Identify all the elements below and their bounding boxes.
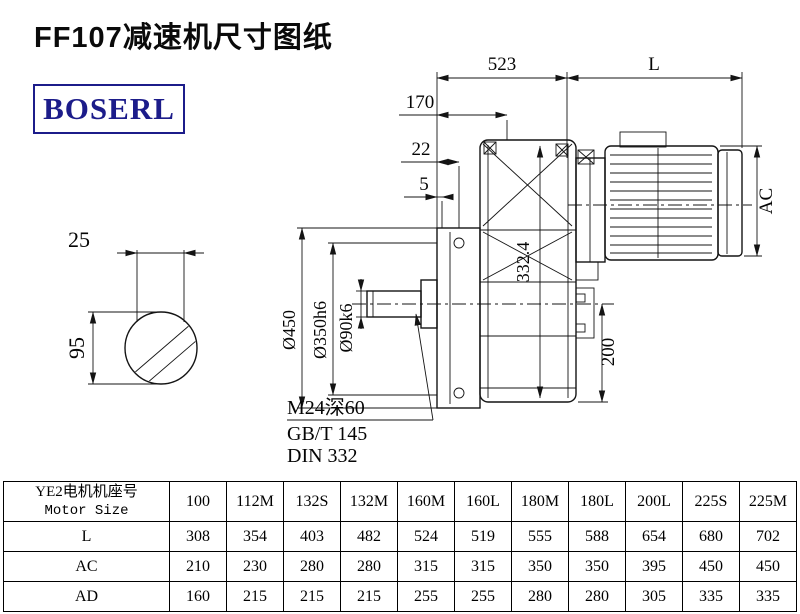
page-title: FF107减速机尺寸图纸 — [34, 22, 333, 54]
dim-spigot-dia-label: Ø350h6 — [310, 301, 330, 359]
column-header-100: 100 — [169, 481, 227, 522]
table-row-AD: AD 160 215 215 215 255 255 280 280 305 3… — [3, 581, 797, 612]
diameter-dimensions: Ø450 Ø350h6 Ø90k6 — [279, 227, 437, 409]
cell-L-1: 354 — [226, 521, 284, 552]
cell-AC-6: 350 — [511, 551, 569, 582]
cell-AC-1: 230 — [226, 551, 284, 582]
cell-AC-8: 395 — [625, 551, 683, 582]
dim-170-label: 170 — [406, 92, 435, 113]
column-header-132S: 132S — [283, 481, 341, 522]
cell-AD-1: 215 — [226, 581, 284, 612]
table-row-L: L 308 354 403 482 524 519 555 588 654 68… — [3, 521, 797, 552]
dim-5-label: 5 — [419, 174, 429, 195]
cell-L-3: 482 — [340, 521, 398, 552]
dim-AC-label: AC — [756, 188, 777, 214]
dim-L-label: L — [648, 54, 660, 75]
shaft-thread-note: M24深60 GB/T 145 DIN 332 — [287, 313, 434, 467]
column-header-160L: 160L — [454, 481, 512, 522]
column-header-132M: 132M — [340, 481, 398, 522]
motor-size-header-en: Motor Size — [44, 502, 129, 519]
column-header-180L: 180L — [568, 481, 626, 522]
cell-AC-10: 450 — [739, 551, 797, 582]
fan-cowl — [717, 149, 743, 257]
cell-AC-2: 280 — [283, 551, 341, 582]
dim-200-label: 200 — [598, 338, 619, 367]
motor-size-header: YE2电机机座号 Motor Size — [3, 481, 170, 522]
dim-flange-dia-label: Ø450 — [279, 310, 299, 350]
flange-and-shaft — [366, 227, 481, 409]
cell-AD-4: 255 — [397, 581, 455, 612]
motor — [575, 131, 743, 263]
top-dimensions: 523 L 170 22 5 — [399, 54, 743, 228]
table-header-row: YE2电机机座号 Motor Size 100 112M 132S 132M 1… — [3, 481, 797, 522]
cell-AD-2: 215 — [283, 581, 341, 612]
cell-AC-3: 280 — [340, 551, 398, 582]
cell-AC-7: 350 — [568, 551, 626, 582]
brand-logo: BOSERL — [33, 84, 185, 134]
cell-L-0: 308 — [169, 521, 227, 552]
cell-AD-10: 335 — [739, 581, 797, 612]
cell-L-9: 680 — [682, 521, 740, 552]
column-header-180M: 180M — [511, 481, 569, 522]
row-label-L: L — [3, 521, 170, 552]
cell-AC-4: 315 — [397, 551, 455, 582]
cell-AD-9: 335 — [682, 581, 740, 612]
motor-fins — [610, 154, 712, 254]
center-lines — [352, 204, 752, 305]
brand-logo-text: BOSERL — [43, 91, 175, 126]
gearbox-housing — [479, 139, 599, 403]
cell-AD-7: 280 — [568, 581, 626, 612]
dim-95-label: 95 — [64, 337, 89, 359]
terminal-box — [619, 131, 667, 148]
dim-shaft-dia-label: Ø90k6 — [336, 304, 356, 353]
cell-L-5: 519 — [454, 521, 512, 552]
table-row-AC: AC 210 230 280 280 315 315 350 350 395 4… — [3, 551, 797, 582]
cell-AC-9: 450 — [682, 551, 740, 582]
cell-AC-5: 315 — [454, 551, 512, 582]
cell-L-4: 524 — [397, 521, 455, 552]
thread-note-label: M24深60 — [287, 396, 365, 419]
technical-drawing: 25 95 — [64, 54, 777, 467]
cell-AC-0: 210 — [169, 551, 227, 582]
cell-L-7: 588 — [568, 521, 626, 552]
motor-dimension-table: YE2电机机座号 Motor Size 100 112M 132S 132M 1… — [3, 481, 797, 612]
shaft-end-view: 25 95 — [64, 227, 204, 385]
cell-AD-0: 160 — [169, 581, 227, 612]
cell-AD-6: 280 — [511, 581, 569, 612]
dim-523-label: 523 — [488, 54, 517, 75]
cell-AD-3: 215 — [340, 581, 398, 612]
cell-AD-5: 255 — [454, 581, 512, 612]
standard-din-label: DIN 332 — [287, 445, 358, 467]
dim-332-label: 332.4 — [513, 242, 533, 283]
column-header-200L: 200L — [625, 481, 683, 522]
column-header-225M: 225M — [739, 481, 797, 522]
column-header-112M: 112M — [226, 481, 284, 522]
row-label-AD: AD — [3, 581, 170, 612]
column-header-225S: 225S — [682, 481, 740, 522]
cell-L-8: 654 — [625, 521, 683, 552]
dim-22-label: 22 — [412, 139, 431, 160]
vertical-dimensions: 332.4 AC 200 — [513, 145, 777, 403]
motor-size-header-cn: YE2电机机座号 — [35, 484, 138, 501]
cell-L-2: 403 — [283, 521, 341, 552]
cell-L-6: 555 — [511, 521, 569, 552]
column-header-160M: 160M — [397, 481, 455, 522]
dim-25-label: 25 — [68, 227, 90, 252]
standard-gb-label: GB/T 145 — [287, 423, 367, 445]
cell-AD-8: 305 — [625, 581, 683, 612]
row-label-AC: AC — [3, 551, 170, 582]
cell-L-10: 702 — [739, 521, 797, 552]
